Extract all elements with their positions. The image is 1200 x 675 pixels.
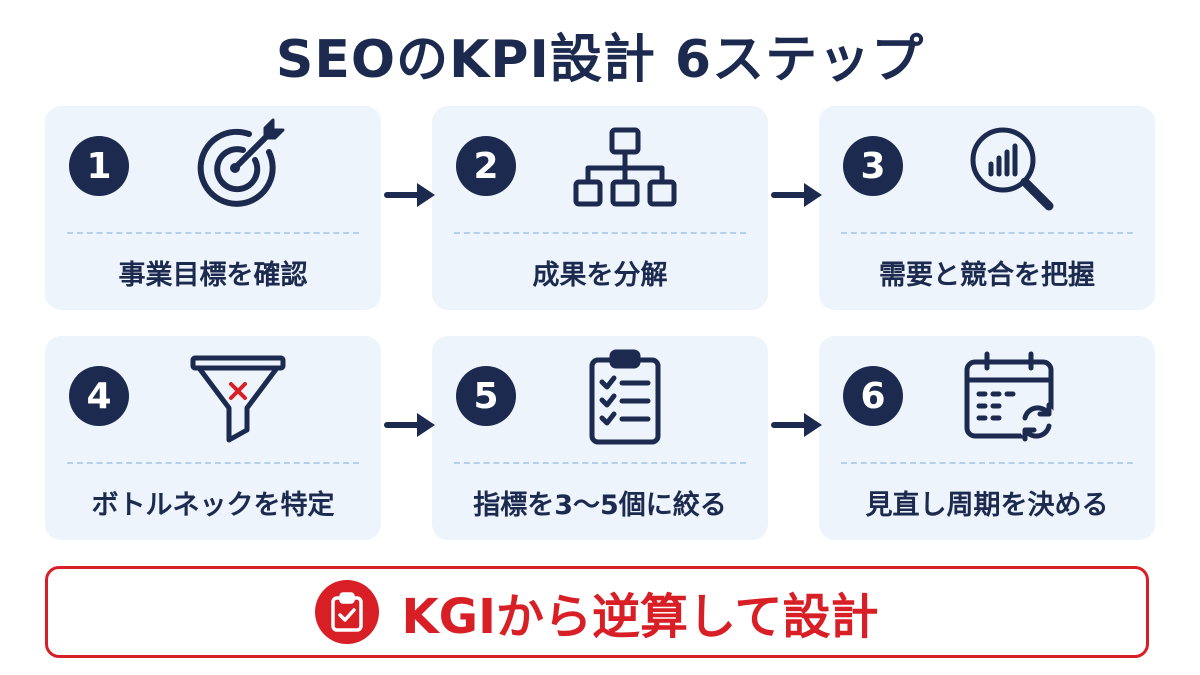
step-number-badge: 2 xyxy=(456,136,516,196)
calendar-refresh-icon xyxy=(957,346,1067,446)
step-label: 成果を分解 xyxy=(532,259,668,291)
step-card-1: 1 事業目標を確認 xyxy=(45,106,381,310)
step-card-5: 5 指標を3〜5個に絞る xyxy=(432,336,768,540)
card-divider xyxy=(841,462,1133,464)
checklist-clipboard-icon xyxy=(570,346,680,446)
card-divider xyxy=(454,232,746,234)
step-number-badge: 6 xyxy=(843,366,903,426)
card-divider xyxy=(67,462,359,464)
summary-banner: KGIから逆算して設計 xyxy=(45,566,1149,658)
flow-arrow-icon xyxy=(771,183,822,207)
step-card-3: 3 需要と競合を把握 xyxy=(819,106,1155,310)
step-number-badge: 1 xyxy=(69,136,129,196)
funnel-x-icon xyxy=(183,346,293,446)
flow-arrow-icon xyxy=(771,413,822,437)
step-number-badge: 3 xyxy=(843,136,903,196)
card-divider xyxy=(454,462,746,464)
flow-arrow-icon xyxy=(384,413,435,437)
card-divider xyxy=(841,232,1133,234)
step-label: 事業目標を確認 xyxy=(118,259,308,291)
card-divider xyxy=(67,232,359,234)
step-card-6: 6 見直し周期を決める xyxy=(819,336,1155,540)
step-number-badge: 4 xyxy=(69,366,129,426)
hierarchy-tree-icon xyxy=(570,116,680,216)
banner-text: KGIから逆算して設計 xyxy=(401,589,879,645)
step-label: ボトルネックを特定 xyxy=(91,489,335,521)
step-label: 見直し周期を決める xyxy=(865,489,1109,521)
flow-arrow-icon xyxy=(384,183,435,207)
clipboard-check-icon xyxy=(315,580,380,644)
page-title: SEOのKPI設計 6ステップ xyxy=(275,30,925,90)
step-card-4: 4 ボトルネックを特定 xyxy=(45,336,381,540)
step-label: 指標を3〜5個に絞る xyxy=(473,489,727,521)
step-number-badge: 5 xyxy=(456,366,516,426)
step-card-2: 2 成果を分解 xyxy=(432,106,768,310)
target-arrow-icon xyxy=(183,116,293,216)
step-label: 需要と競合を把握 xyxy=(879,259,1095,291)
magnifier-chart-icon xyxy=(957,116,1067,216)
